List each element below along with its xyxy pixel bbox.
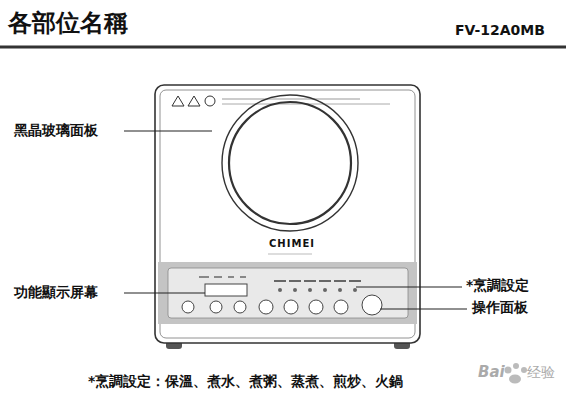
model-number: FV-12A0MB (455, 22, 545, 39)
part-name: 黑晶玻璃面板 (14, 122, 98, 139)
part-name: 操作面板 (472, 299, 528, 316)
page-title: 各部位名稱 (8, 9, 128, 38)
watermark: 经验 (527, 364, 555, 381)
part-name: 功能顯示屏幕 (14, 284, 98, 301)
watermark: Bai (478, 363, 505, 381)
part-name: *烹調設定 (466, 277, 529, 294)
brand-logo: CHIMEI (269, 238, 315, 250)
footnote-caption: *烹調設定：保溫、煮水、煮粥、蒸煮、煎炒、火鍋 (88, 373, 403, 390)
